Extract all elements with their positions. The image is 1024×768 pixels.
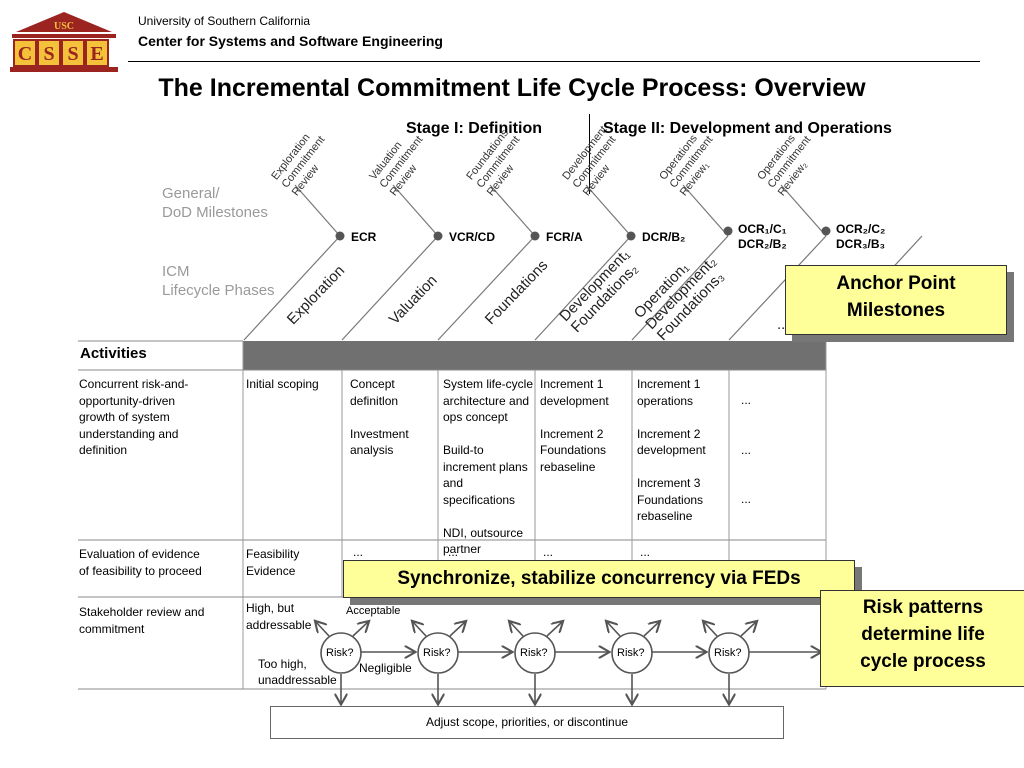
activity-cell: ...	[543, 545, 554, 559]
activity-cell: ...	[353, 545, 364, 559]
org-center: Center for Systems and Software Engineer…	[138, 33, 443, 49]
risk-node-label: Risk?	[326, 647, 354, 659]
risk-node-label: Risk?	[617, 647, 645, 659]
activity-cell: ... ... ...	[741, 393, 752, 506]
activity-row-label-review: Stakeholder review and commitment	[79, 605, 205, 636]
activity-cell: ...	[640, 545, 651, 559]
anchor-point-callout: Anchor Point Milestones	[785, 265, 1007, 335]
svg-text:S: S	[43, 43, 54, 65]
milestones-row-label: General/ DoD Milestones	[162, 185, 268, 221]
activity-cell: Feasibility Evidence	[246, 547, 300, 578]
milestone-dcr: DCR/B₂	[642, 230, 686, 244]
milestone-dot-ocr2	[821, 226, 831, 236]
svg-text:E: E	[90, 43, 103, 65]
milestone-dot-ocr1	[723, 226, 733, 236]
activity-cell: Increment 1 operations Increment 2 devel…	[637, 377, 706, 523]
activity-row-label-evidence: Evaluation of evidence of feasibility to…	[79, 547, 202, 578]
risk-node-label: Risk?	[423, 647, 451, 659]
sync-callout: Synchronize, stabilize concurrency via F…	[343, 560, 855, 598]
risk-too-high-label: Too high, unaddressable	[258, 657, 337, 687]
svg-text:S: S	[67, 43, 78, 65]
activity-cell: System life-cycle architecture and ops c…	[443, 377, 534, 573]
risk-node	[708, 632, 750, 674]
org-university: University of Southern California	[138, 14, 311, 28]
activity-cell: Acceptable	[346, 605, 401, 617]
risk-node	[320, 632, 362, 674]
activity-row-label-growth: Concurrent risk-and- opportunity-driven …	[79, 377, 189, 457]
risk-node	[611, 632, 653, 674]
activities-title: Activities	[80, 345, 147, 362]
stage-definition-label: Stage I: Definition	[406, 120, 542, 137]
svg-text:USC: USC	[54, 21, 74, 32]
milestone-dot-dcr	[626, 231, 636, 241]
activity-cell: Concept definitlon Investment analysis	[350, 377, 409, 457]
milestone-dot-fcr	[530, 231, 540, 241]
risk-node	[417, 632, 459, 674]
milestone-vcr: VCR/CD	[449, 230, 496, 244]
milestone-fcr: FCR/A	[546, 230, 583, 244]
slide-title: The Incremental Commitment Life Cycle Pr…	[158, 74, 866, 102]
adjust-scope-box: Adjust scope, priorities, or discontinue	[270, 706, 784, 739]
svg-text:C: C	[18, 43, 32, 65]
activity-cell: Increment 1 development Increment 2 Foun…	[540, 377, 609, 474]
activity-cell: Initial scoping	[246, 377, 319, 391]
header-rule	[128, 61, 980, 62]
stage-divider	[589, 114, 590, 194]
usc-csse-logo: USC C S S E	[8, 10, 120, 74]
milestone-ecr: ECR	[351, 230, 377, 244]
risk-patterns-callout: Risk patterns determine life cycle proce…	[820, 590, 1024, 687]
risk-negligible-label: Negligible	[359, 661, 412, 675]
milestone-dot-vcr	[433, 231, 443, 241]
activity-cell: ...	[448, 545, 459, 559]
activity-cell: High, but addressable	[246, 601, 312, 632]
milestone-dot-ecr	[335, 231, 345, 241]
risk-node-label: Risk?	[714, 647, 742, 659]
risk-node	[514, 632, 556, 674]
phases-row-label: ICM Lifecycle Phases	[162, 263, 275, 299]
risk-node-label: Risk?	[520, 647, 548, 659]
stage-development-label: Stage II: Development and Operations	[603, 120, 892, 137]
